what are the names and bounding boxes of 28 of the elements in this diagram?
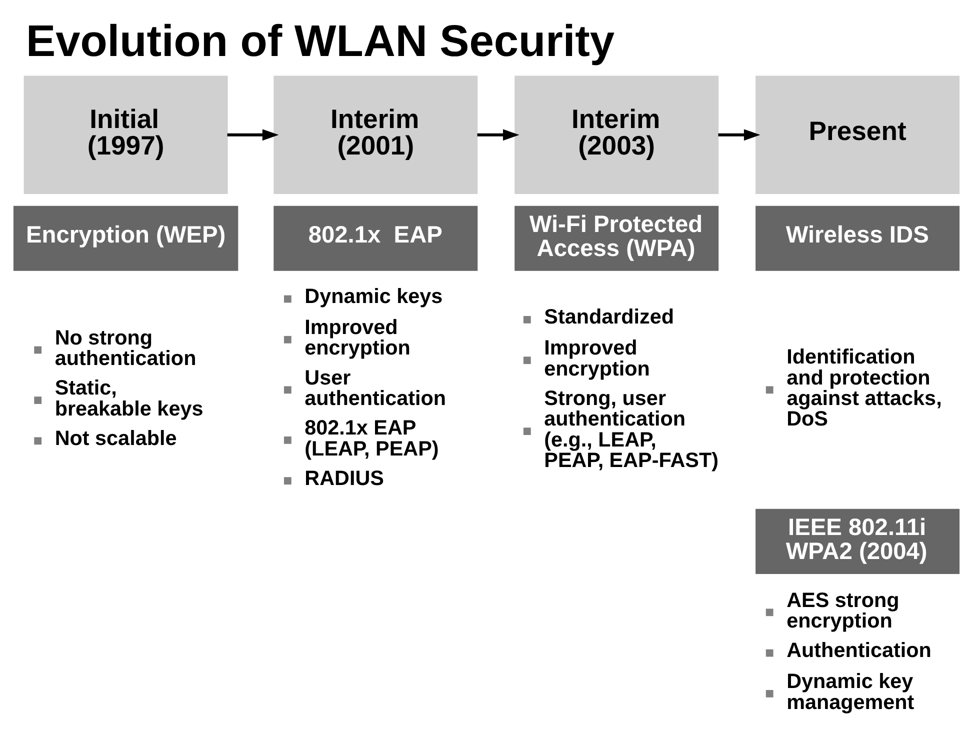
node-label: Dynamic keys <box>304 284 443 308</box>
node-label: User authentication <box>304 366 446 410</box>
node-label: Improved encryption <box>304 316 410 360</box>
node-label: Identification and protection against attacks, DoS <box>786 346 942 431</box>
arrow <box>477 129 520 141</box>
node-label: 802.1x EAP (LEAP, PEAP) <box>304 416 439 460</box>
node-label: AES strong encryption <box>786 588 900 632</box>
node-box: 802.1x EAP <box>274 206 478 271</box>
node-box: Interim (2001) <box>274 76 478 194</box>
node-label: Improved encryption <box>544 336 650 380</box>
node-label: Not scalable <box>54 426 177 450</box>
node-label: Strong, user authentication (e.g., LEAP, PEAP, EAP-FAST) <box>544 386 719 472</box>
node-box: Interim (2003) <box>514 76 719 194</box>
node-label: Authentication <box>786 639 932 662</box>
node-box: IEEE 802.11i WPA2 (2004) <box>756 508 960 574</box>
node-label: RADIUS <box>304 466 384 490</box>
arrow <box>718 129 760 141</box>
node-box: Wi-Fi Protected Access (WPA) <box>514 206 719 271</box>
node-label: Standardized <box>544 306 674 329</box>
node-label: No strong authentication <box>54 326 196 370</box>
node-label: Dynamic key management <box>786 670 914 714</box>
node-box: Initial (1997) <box>24 76 228 194</box>
diagram-title: Evolution of WLAN Security <box>26 16 615 66</box>
arrow <box>227 129 279 141</box>
node-box: Wireless IDS <box>756 206 960 271</box>
node-box: Present <box>756 76 960 194</box>
node-label: Static, breakable keys <box>54 376 204 420</box>
node-box: Encryption (WEP) <box>13 206 238 271</box>
